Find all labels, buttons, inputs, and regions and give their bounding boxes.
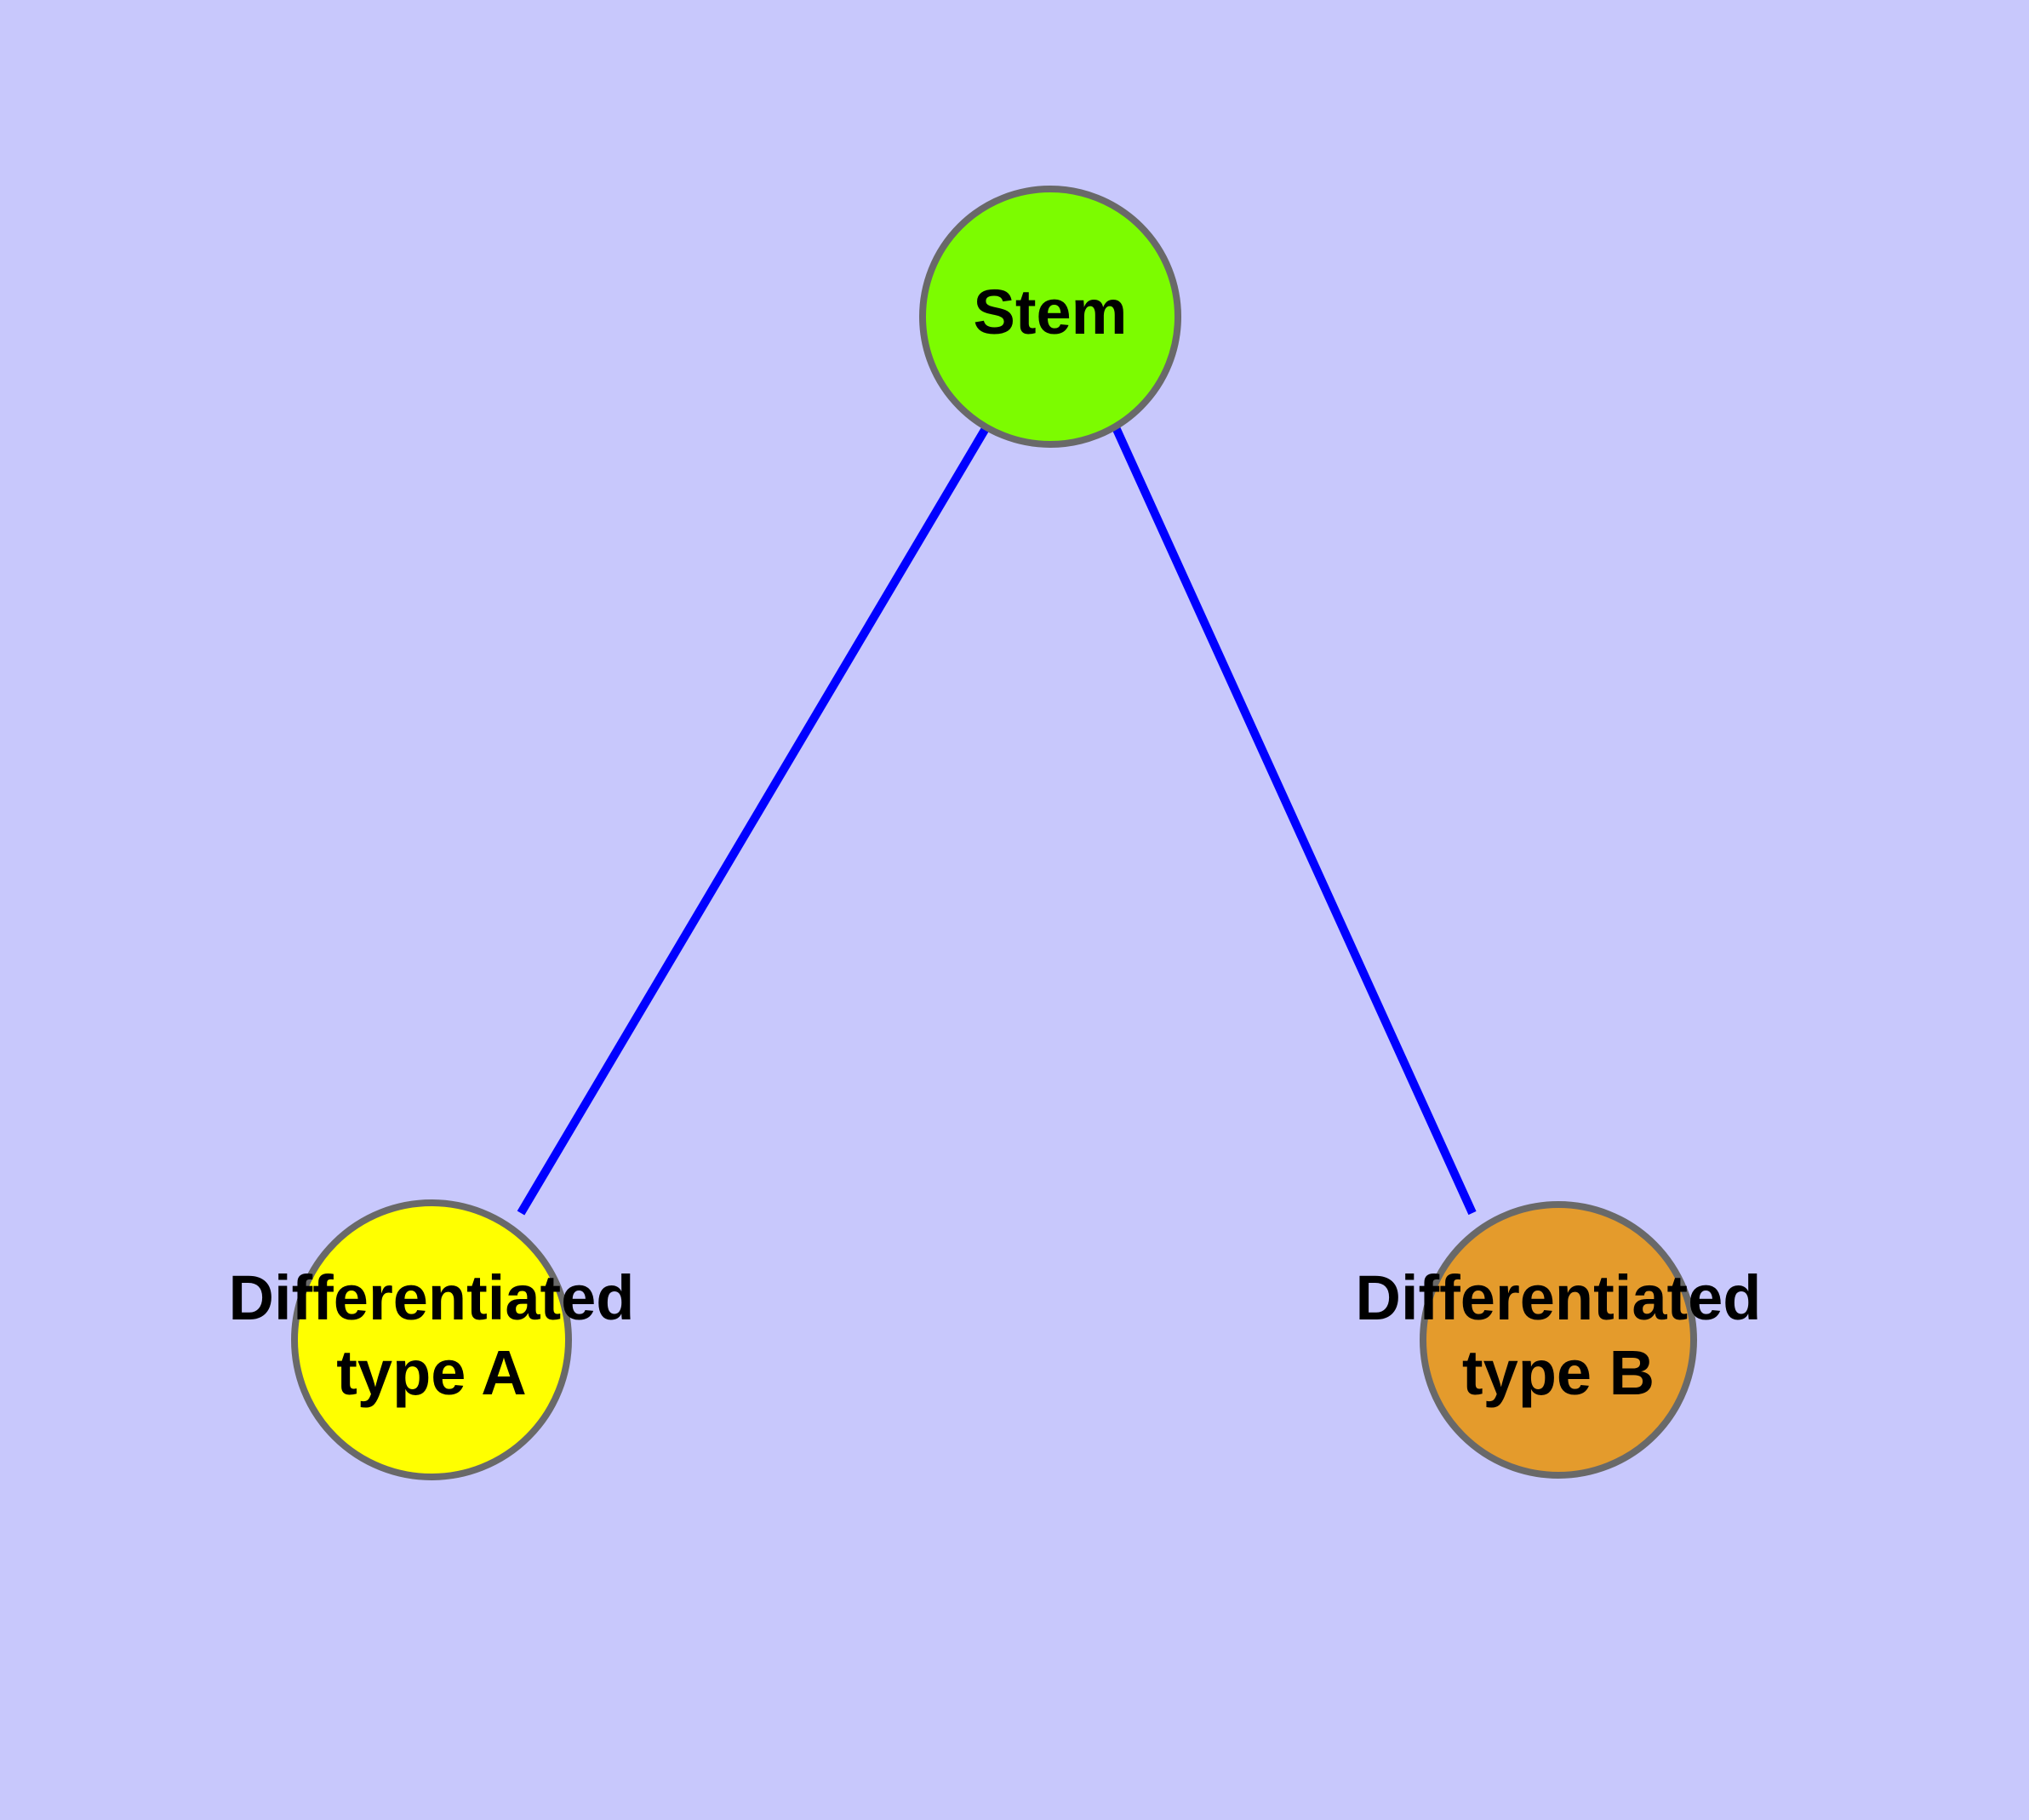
node-diff-a[interactable] (291, 1199, 572, 1480)
node-label-line: type B (1462, 1337, 1655, 1408)
edges-layer (517, 423, 1477, 1216)
nodes-layer (291, 186, 1697, 1480)
node-label-line: Stem (974, 277, 1128, 347)
edge-stem-to-a (517, 423, 992, 1216)
node-stem[interactable] (919, 186, 1181, 448)
node-label-stem: Stem (974, 277, 1128, 347)
node-label-line: Differentiated (1356, 1262, 1762, 1333)
edge-stem-to-b (1111, 423, 1477, 1216)
node-label-line: type A (336, 1337, 526, 1408)
node-label-line: Differentiated (229, 1262, 635, 1333)
node-diff-b[interactable] (1420, 1201, 1697, 1479)
